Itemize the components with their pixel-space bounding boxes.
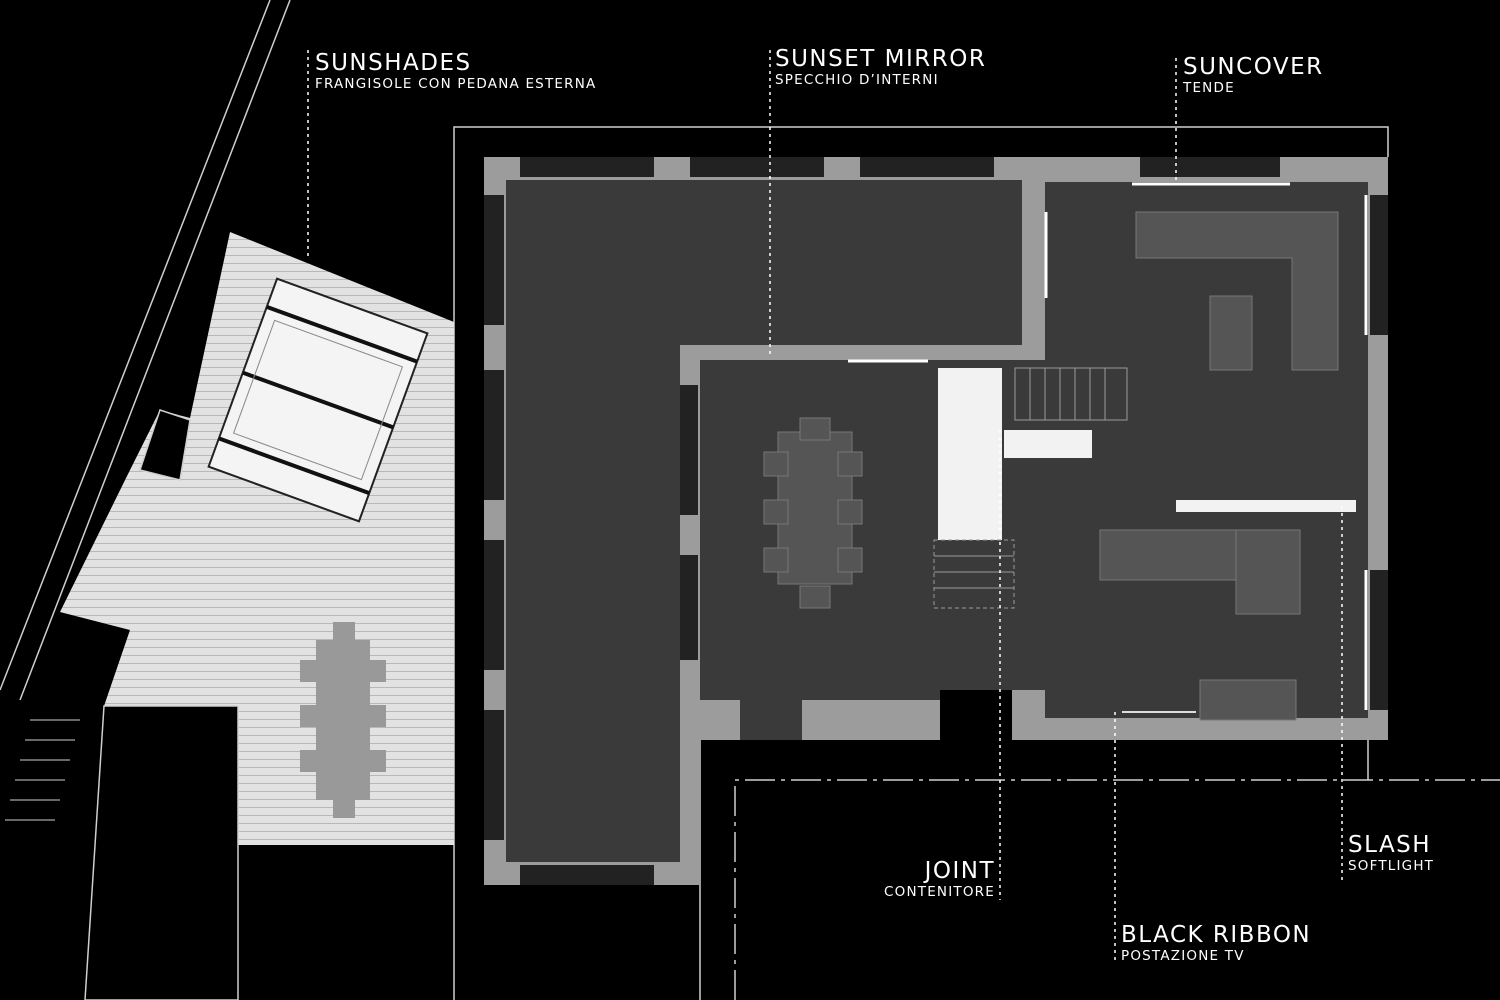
joint-cabinet (1004, 430, 1092, 458)
label-black-ribbon: BLACK RIBBON POSTAZIONE TV (1121, 924, 1311, 964)
label-title: SUNSET MIRROR (775, 46, 987, 72)
outdoor-dining-table (300, 622, 386, 818)
slash-light (1176, 500, 1356, 512)
label-subtitle: SOFTLIGHT (1348, 858, 1435, 874)
label-subtitle: CONTENITORE (884, 884, 995, 900)
label-title: JOINT (924, 858, 995, 884)
sunshade-pavilion (207, 277, 429, 523)
room-interiors (506, 180, 1368, 862)
label-slash: SLASH SOFTLIGHT (1348, 834, 1434, 874)
site-wall (139, 409, 191, 481)
label-subtitle: FRANGISOLE CON PEDANA ESTERNA (315, 76, 597, 92)
windows (484, 157, 1388, 885)
label-sunset-mirror: SUNSET MIRROR SPECCHIO D’INTERNI (775, 48, 986, 88)
label-subtitle: POSTAZIONE TV (1121, 948, 1245, 964)
label-sunshades: SUNSHADES FRANGISOLE CON PEDANA ESTERNA (315, 52, 596, 92)
stair-white (938, 368, 1002, 540)
label-title: BLACK RIBBON (1121, 922, 1312, 948)
exterior-stair (5, 719, 80, 821)
label-suncover: SUNCOVER TENDE (1183, 56, 1324, 96)
label-joint: JOINT CONTENITORE (884, 860, 995, 900)
label-subtitle: TENDE (1183, 80, 1235, 96)
label-title: SLASH (1348, 832, 1432, 858)
suncover-curtains (1044, 182, 1368, 710)
leader-lines (307, 50, 1343, 962)
label-title: SUNSHADES (315, 50, 472, 76)
annex-block (84, 705, 239, 1000)
label-title: SUNCOVER (1183, 54, 1324, 80)
living-furniture (1099, 211, 1339, 721)
label-subtitle: SPECCHIO D’INTERNI (775, 72, 939, 88)
dining-table (763, 417, 863, 609)
